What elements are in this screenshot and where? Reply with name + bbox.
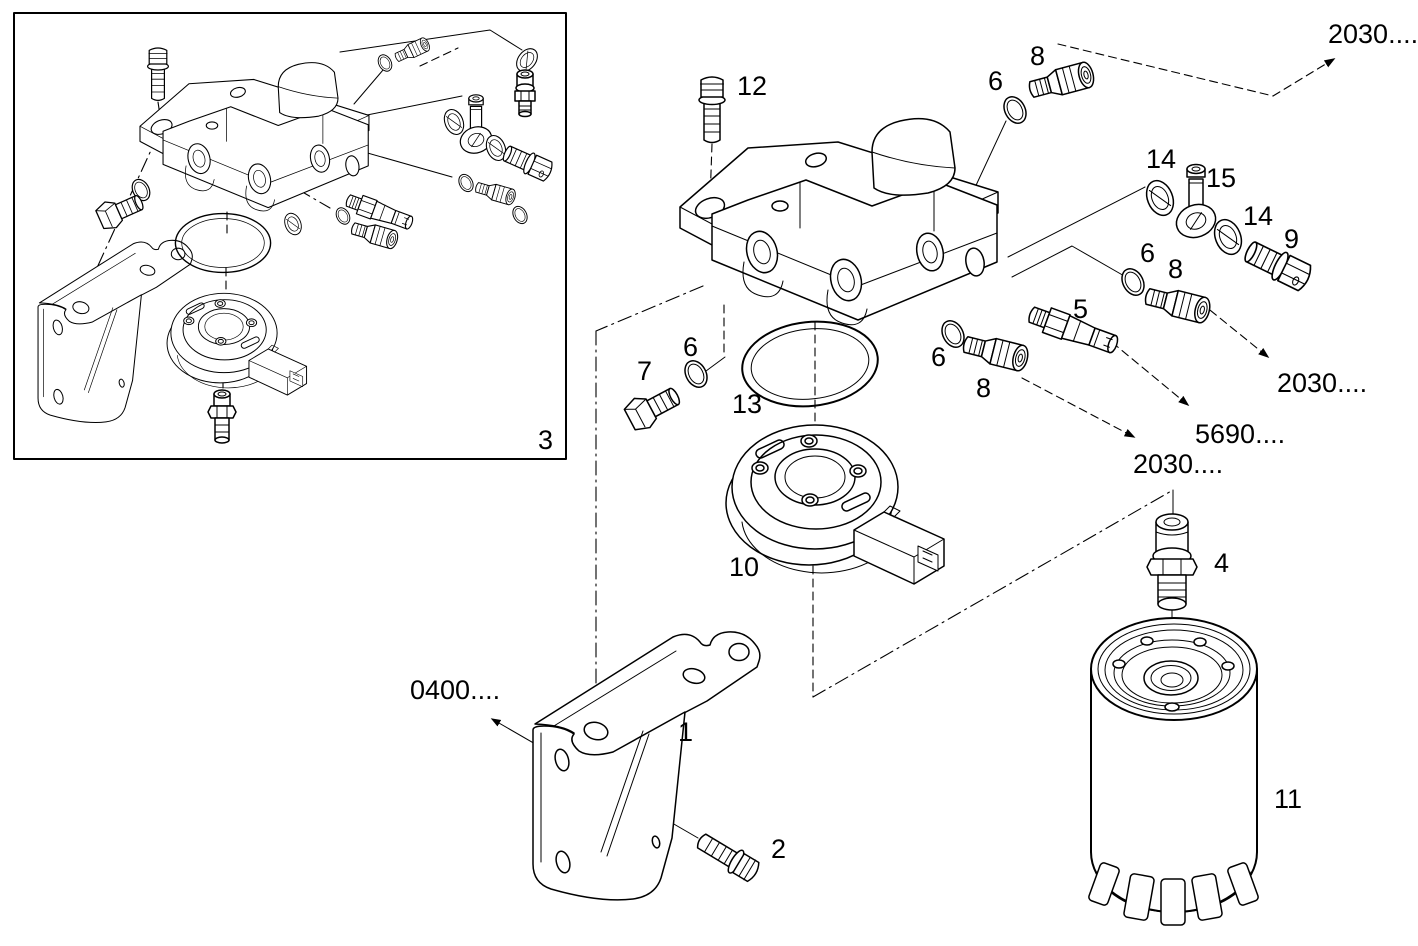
- part-14-washer-a: [1140, 175, 1180, 221]
- inset-nipple-fitting: [514, 69, 536, 118]
- part-6-oring-top: [998, 92, 1032, 128]
- part-8-fitting-right: [1142, 282, 1213, 326]
- ref-code-lower: 2030....: [1133, 449, 1223, 479]
- inset-fitting-mid: [473, 178, 518, 207]
- ref-code-0400: 0400....: [410, 675, 500, 705]
- part-11-filter-cartridge: [1088, 617, 1259, 926]
- callout-6-mid: 6: [931, 342, 946, 372]
- part-7-plug: [621, 379, 686, 435]
- callout-15: 15: [1206, 163, 1236, 193]
- inset-washer-a: [440, 106, 468, 138]
- callout-8-top: 8: [1030, 41, 1045, 71]
- callout-14-b: 14: [1243, 201, 1273, 231]
- inset-border: [13, 12, 567, 460]
- callout-14-a: 14: [1146, 144, 1176, 174]
- callout-11: 11: [1274, 784, 1302, 814]
- callout-6-top: 6: [988, 66, 1003, 96]
- inset-oring-top: [374, 51, 396, 75]
- inset-filter-head: [139, 62, 370, 212]
- part-6-oring-right: [1116, 264, 1150, 300]
- part-2-bolt: [692, 827, 764, 886]
- reference-codes: 2030.... 2030.... 5690.... 2030.... 0400…: [410, 19, 1418, 705]
- inset-bottom-fitting: [207, 389, 237, 444]
- part-4-hose-fitting: [1146, 513, 1198, 611]
- inset-oring-d: [332, 204, 354, 228]
- inset-bolt: [147, 47, 169, 102]
- callouts: 12 6 8 14 15 14 9 6 8 5 6 8 7 6 13 10 1 …: [637, 41, 1302, 864]
- callout-3: 3: [538, 425, 553, 455]
- inset-filter-base: [166, 292, 308, 396]
- callout-10: 10: [729, 552, 759, 582]
- ref-code-5690: 5690....: [1195, 419, 1285, 449]
- callout-1: 1: [678, 717, 693, 747]
- ref-code-top-right: 2030....: [1328, 19, 1418, 49]
- callout-5: 5: [1073, 294, 1088, 324]
- callout-6-right: 6: [1140, 238, 1155, 268]
- part-8-fitting-mid: [960, 330, 1031, 374]
- inset-washer-c: [281, 210, 305, 238]
- part-6-oring-left: [679, 356, 713, 392]
- inset-assembly-box: 3: [13, 12, 567, 460]
- inset-banjo-bolt: [499, 141, 556, 184]
- inset-oring-low: [509, 203, 531, 227]
- callout-6-left: 6: [683, 332, 698, 362]
- part-9-fitting: [1240, 235, 1316, 295]
- callout-9: 9: [1284, 224, 1299, 254]
- inset-oring-mid: [455, 171, 477, 195]
- inset-gasket: [174, 212, 272, 274]
- callout-4: 4: [1214, 548, 1229, 578]
- callout-2: 2: [771, 834, 786, 864]
- callout-8-mid: 8: [976, 373, 991, 403]
- ref-code-mid-right: 2030....: [1277, 368, 1367, 398]
- callout-7: 7: [637, 356, 652, 386]
- callout-12: 12: [737, 71, 767, 101]
- callout-13: 13: [732, 389, 762, 419]
- callout-8-right: 8: [1168, 254, 1183, 284]
- part-12-bolt: [698, 76, 726, 144]
- inset-fitting-top: [392, 35, 432, 65]
- part-filter-head: [679, 117, 999, 326]
